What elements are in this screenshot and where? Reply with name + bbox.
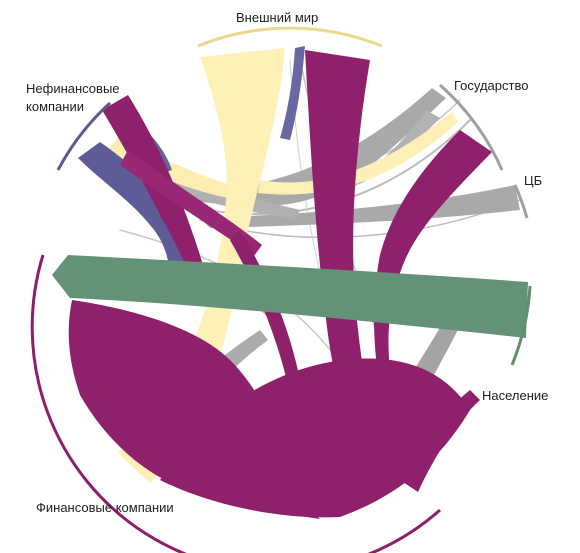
- ribbon-nonfin-3: [280, 46, 305, 140]
- label-nonfinancial-line1: Нефинансовые: [26, 81, 120, 96]
- ribbon-cb-1: [200, 185, 520, 228]
- ribbon-fin-right: [400, 390, 480, 492]
- arc-foreign: [197, 26, 383, 48]
- financial-ribbons: [68, 50, 492, 519]
- ribbon-foreign-3: [258, 112, 458, 195]
- ribbon-fin-left-2: [120, 150, 262, 256]
- label-nonfinancial: Нефинансовые компании: [26, 81, 123, 114]
- arc-cb: [513, 184, 529, 219]
- label-household: Население: [482, 388, 548, 403]
- label-cb: ЦБ: [524, 173, 542, 188]
- ribbon-fin-gov: [374, 130, 492, 388]
- label-foreign: Внешний мир: [236, 10, 318, 25]
- ribbon-fin-left-1: [102, 95, 214, 304]
- ribbon-nonfin-1: [78, 142, 186, 300]
- sector-arcs: [30, 26, 532, 553]
- household-ribbons: [52, 255, 528, 338]
- sector-labels: Внешний мир Государство ЦБ Население Фин…: [26, 10, 548, 515]
- label-nonfinancial-line2: компании: [26, 99, 84, 114]
- arc-household: [510, 285, 532, 366]
- ribbon-foreign-main: [118, 48, 285, 483]
- arc-financial: [30, 254, 441, 553]
- arc-nonfinancial: [56, 101, 112, 171]
- label-financial: Финансовые компании: [36, 500, 174, 515]
- ribbon-gov-2: [318, 110, 440, 196]
- label-government: Государство: [454, 78, 528, 93]
- ribbon-household-main: [52, 255, 528, 338]
- arc-government: [439, 83, 504, 171]
- ribbon-fin-cross: [230, 230, 335, 512]
